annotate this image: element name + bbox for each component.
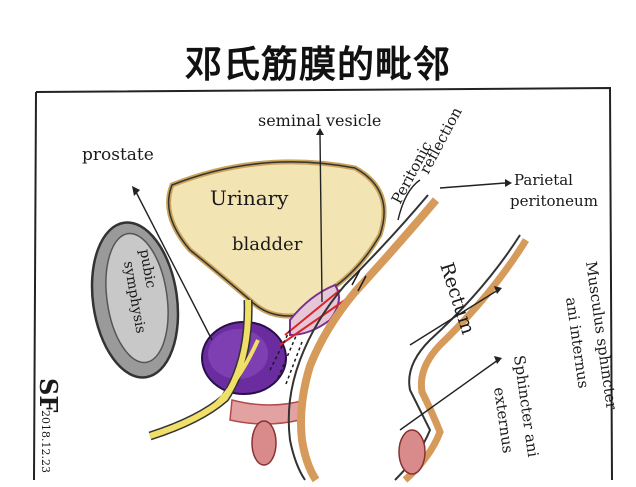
arrowheads — [132, 128, 512, 364]
pointer-lines — [135, 134, 506, 431]
prostate-label: prostate — [82, 145, 154, 165]
parietal-peritoneum-label-1: Parietal — [514, 171, 573, 189]
urinary-bladder-label-2: bladder — [232, 234, 303, 255]
seminal-vesicle-label: seminal vesicle — [258, 111, 381, 130]
pubic-label: pubic — [136, 248, 159, 290]
musculus-label-1: Musculus sphincter — [582, 260, 621, 411]
musculus-label-2: ani internus — [562, 296, 593, 389]
signature: SF — [34, 378, 63, 412]
signature-date: 2018.12.23 — [39, 410, 52, 473]
muscle-bands — [229, 398, 307, 466]
page-title: 邓氏筋膜的毗邻 — [185, 43, 451, 86]
parietal-peritoneum-label-2: peritoneum — [510, 192, 598, 210]
diagram-frame — [33, 86, 613, 481]
urinary-bladder-label-1: Urinary — [210, 186, 289, 210]
sphincter-label-2: externus — [490, 386, 517, 454]
urinary-bladder — [166, 159, 387, 319]
pubic-symphysis — [90, 221, 180, 379]
rectum — [287, 194, 529, 483]
seminal-vesicle — [269, 283, 346, 385]
